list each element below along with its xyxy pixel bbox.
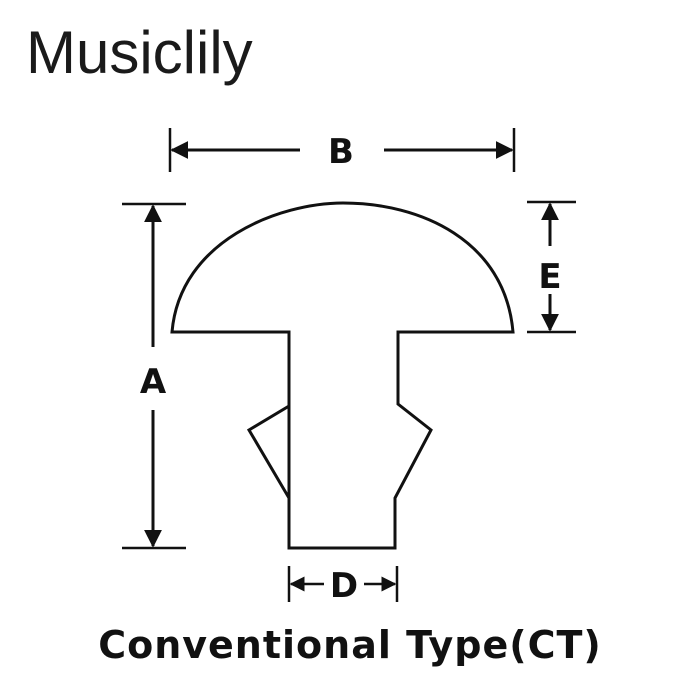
dimension-d: D <box>287 566 399 606</box>
dimension-a: A <box>122 202 186 550</box>
fret-profile-outline <box>170 201 515 550</box>
dimension-d-label: D <box>330 566 358 606</box>
brand-title: Musiclily <box>26 19 253 86</box>
dimension-b-label: B <box>328 132 354 172</box>
dimension-e-label: E <box>538 257 561 297</box>
dimension-a-label: A <box>140 362 167 402</box>
caption-title: Conventional Type(CT) <box>98 623 602 667</box>
dimension-b: B <box>168 128 516 172</box>
dimension-e: E <box>527 200 576 334</box>
